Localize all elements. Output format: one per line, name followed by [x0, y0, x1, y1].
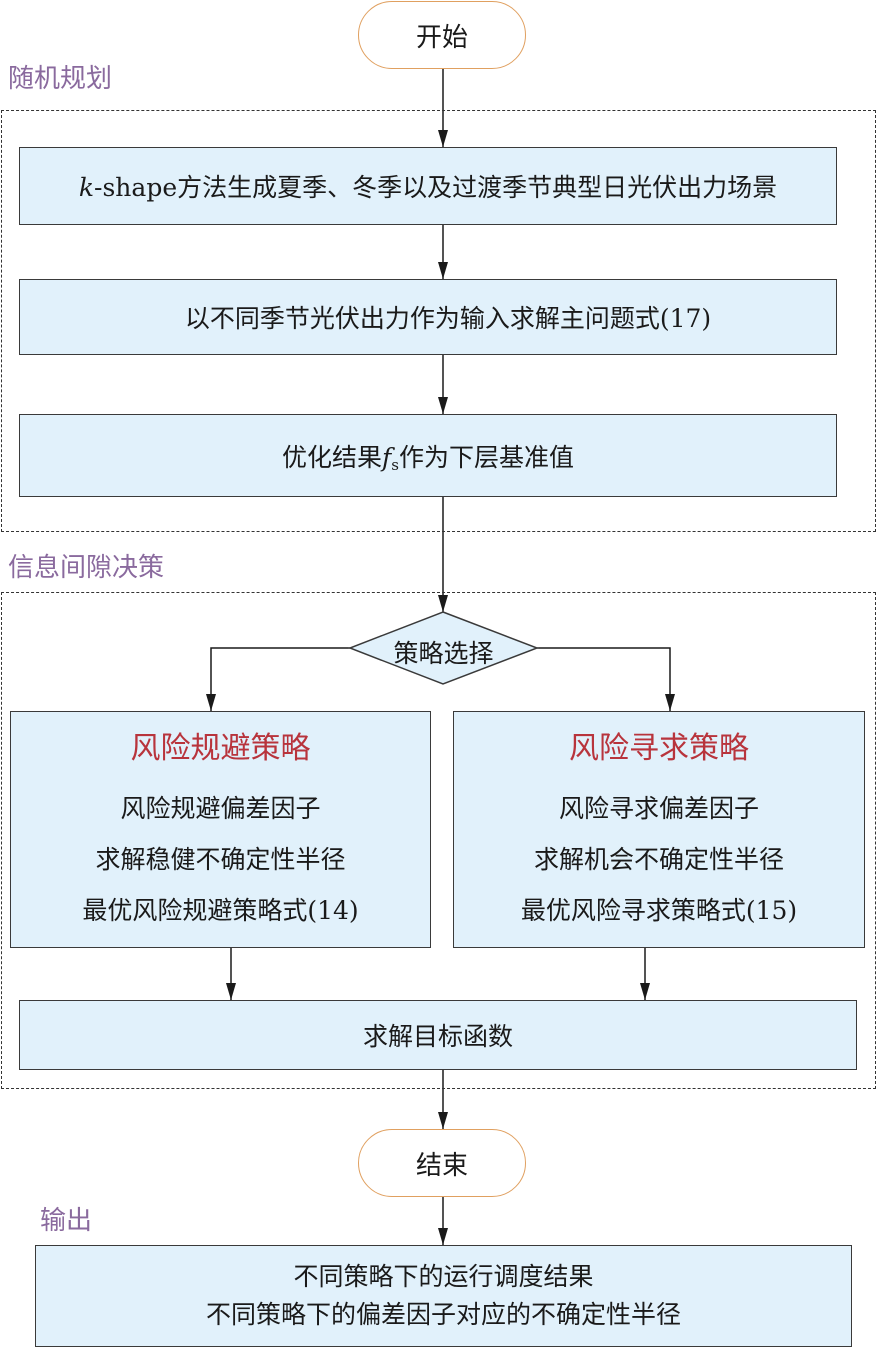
arrowhead — [665, 694, 675, 711]
arrowhead — [438, 1228, 448, 1245]
decision-label: 策略选择 — [393, 639, 494, 668]
arrowhead — [438, 130, 448, 147]
start-label: 开始 — [415, 22, 468, 53]
start-terminal: 开始 — [358, 1, 526, 69]
strategy-line: 最优风险寻求策略式(15) — [520, 896, 798, 925]
end-label: 结束 — [415, 1150, 468, 1181]
arrowhead — [438, 1112, 448, 1129]
strategy-risk-seeking: 风险寻求策略 风险寻求偏差因子 求解机会不确定性半径 最优风险寻求策略式(15) — [453, 711, 865, 948]
step-kshape: k-shape方法生成夏季、冬季以及过渡季节典型日光伏出力场景 — [19, 147, 837, 225]
step-kshape-text: k-shape方法生成夏季、冬季以及过渡季节典型日光伏出力场景 — [78, 173, 778, 202]
end-terminal: 结束 — [358, 1129, 526, 1197]
step-objective-text: 求解目标函数 — [362, 1022, 513, 1051]
arrowhead — [438, 262, 448, 279]
arrowhead — [226, 983, 236, 1000]
strategy-title: 风险规避策略 — [130, 731, 311, 766]
arrowhead — [206, 694, 216, 711]
arrowhead — [438, 397, 448, 414]
step-baseline-text: 优化结果fs作为下层基准值 — [282, 442, 574, 474]
arrowhead — [438, 595, 448, 612]
strategy-line: 风险规避偏差因子 — [120, 794, 321, 823]
strategy-line: 风险寻求偏差因子 — [558, 794, 759, 823]
strategy-title: 风险寻求策略 — [569, 731, 749, 766]
output-box: 不同策略下的运行调度结果 不同策略下的偏差因子对应的不确定性半径 — [35, 1245, 852, 1347]
step-master-problem-text: 以不同季节光伏出力作为输入求解主问题式(17) — [184, 304, 712, 333]
section-label-output: 输出 — [40, 1206, 93, 1236]
step-objective: 求解目标函数 — [19, 1000, 857, 1070]
step-master-problem: 以不同季节光伏出力作为输入求解主问题式(17) — [19, 279, 837, 355]
step-baseline: 优化结果fs作为下层基准值 — [19, 414, 837, 497]
section-label-stochastic: 随机规划 — [8, 64, 113, 94]
output-line: 不同策略下的偏差因子对应的不确定性半径 — [205, 1300, 681, 1329]
stochastic-group — [1, 110, 876, 532]
strategy-line: 求解稳健不确定性半径 — [95, 845, 346, 874]
igdt-group — [1, 592, 876, 1089]
arrow-decision-to-left — [210, 647, 350, 711]
section-label-igdt: 信息间隙决策 — [8, 553, 165, 583]
strategy-line: 最优风险规避策略式(14) — [82, 896, 359, 925]
arrowhead — [640, 983, 650, 1000]
strategy-line: 求解机会不确定性半径 — [533, 845, 784, 874]
strategy-risk-averse: 风险规避策略 风险规避偏差因子 求解稳健不确定性半径 最优风险规避策略式(14) — [10, 711, 431, 948]
arrow-decision-to-right — [537, 647, 671, 711]
decision-diamond — [347, 611, 540, 685]
output-line: 不同策略下的运行调度结果 — [293, 1262, 594, 1291]
